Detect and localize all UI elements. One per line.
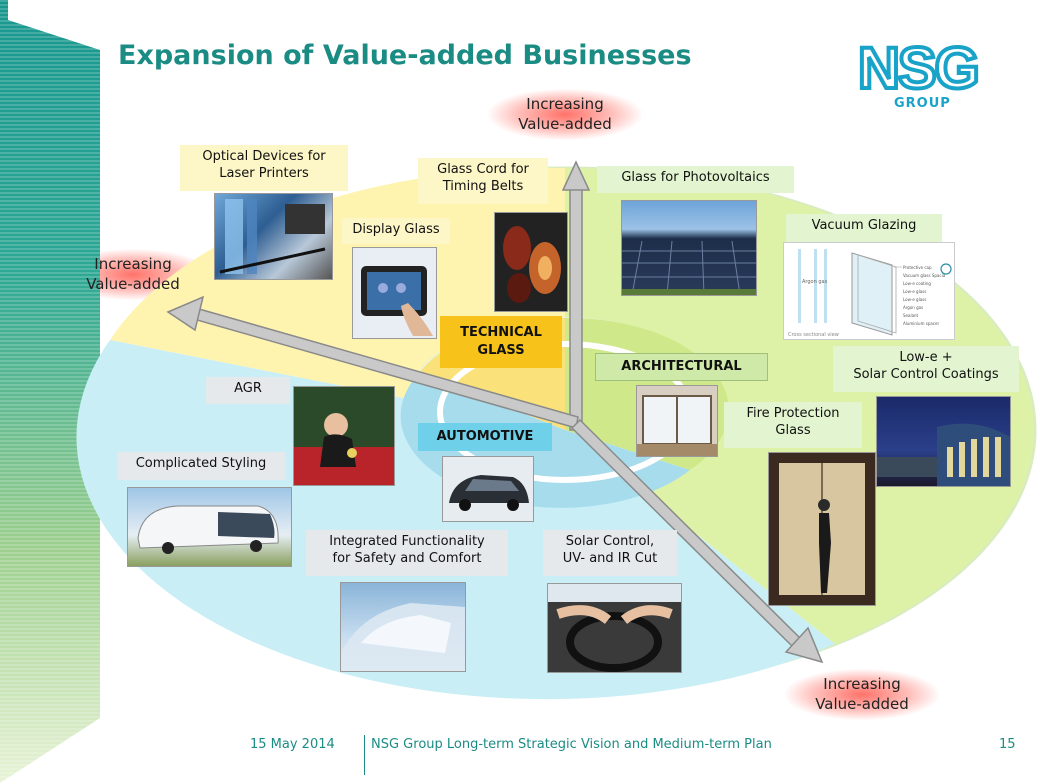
optical-line-1: Optical Devices for (202, 149, 326, 164)
fire-line-1: Fire Protection (746, 406, 840, 421)
integrated-functionality-photo (340, 582, 466, 672)
vacuum-argon-text: Argon gas (802, 279, 828, 285)
optical-devices-photo (214, 193, 333, 280)
glass-cord-line-1: Glass Cord for (437, 162, 529, 177)
vacuum-part-0: Protective cap (903, 265, 932, 270)
technical-line-2: GLASS (477, 343, 525, 358)
vacuum-part-7: Aluminium spacer (903, 321, 939, 326)
value-word-1: Increasing (94, 255, 172, 273)
slide-title: Expansion of Value-added Businesses (118, 40, 692, 71)
architectural-text: ARCHITECTURAL (621, 359, 742, 375)
left-decorative-band (0, 0, 100, 783)
vacuum-caption: Cross sectional view (788, 332, 839, 338)
architectural-box: ARCHITECTURAL (595, 353, 768, 381)
complicated-styling-photo (127, 487, 292, 567)
display-glass-text: Display Glass (352, 222, 440, 237)
solar-line-1: Solar Control, (565, 534, 655, 549)
value-word-1: Increasing (823, 675, 901, 693)
display-glass-photo (352, 247, 437, 339)
arrow-down-right (570, 418, 824, 664)
complicated-styling-label: Complicated Styling (117, 452, 285, 480)
agr-label: AGR (206, 377, 290, 404)
footer-text: NSG Group Long-term Strategic Vision and… (371, 737, 772, 752)
agr-text: AGR (234, 381, 262, 396)
architectural-photo (636, 385, 718, 457)
vacuum-part-6: Sealant (903, 313, 919, 318)
styling-text: Complicated Styling (135, 456, 267, 471)
vacuum-glazing-diagram: Argon gas Protective cap Vacuum glass Sp… (783, 242, 955, 340)
page-number: 15 (999, 737, 1016, 752)
nsg-logo: NSG GROUP (856, 34, 988, 120)
integrated-line-2: for Safety and Comfort (332, 550, 482, 566)
display-glass-label: Display Glass (342, 218, 450, 244)
vacuum-part-2: Low-e coating (903, 281, 931, 286)
vacuum-glazing-text: Vacuum Glazing (811, 218, 917, 233)
integrated-functionality-label: Integrated Functionality for Safety and … (306, 530, 508, 576)
automotive-text: AUTOMOTIVE (436, 429, 534, 445)
technical-line-1: TECHNICAL (460, 325, 542, 341)
solar-control-photo (547, 583, 682, 673)
low-e-line-1: Low-e + (899, 350, 953, 365)
value-word-2: Value-added (86, 274, 180, 293)
logo-letters: NSG (858, 40, 978, 96)
arrow-left (166, 295, 579, 429)
vacuum-part-4: Low-e glass (903, 297, 926, 302)
footer-date: 15 May 2014 (250, 737, 335, 752)
photovoltaics-label: Glass for Photovoltaics (597, 166, 794, 193)
value-word-2: Value-added (815, 694, 909, 713)
logo-group-text: GROUP (894, 96, 951, 111)
agr-photo (293, 386, 395, 486)
footer-divider (364, 735, 365, 775)
vacuum-part-5: Argon gas (903, 305, 923, 310)
low-e-label: Low-e + Solar Control Coatings (833, 346, 1019, 392)
solar-line-2: UV- and IR Cut (562, 550, 658, 566)
fire-protection-photo (768, 452, 876, 606)
vacuum-part-3: Low-e glass (903, 289, 926, 294)
fire-line-2: Glass (775, 422, 811, 438)
low-e-photo (876, 396, 1011, 487)
automotive-photo (442, 456, 534, 522)
integrated-line-1: Integrated Functionality (329, 534, 485, 549)
solar-control-label: Solar Control, UV- and IR Cut (543, 530, 677, 576)
technical-glass-box: TECHNICAL GLASS (440, 316, 562, 368)
glass-cord-line-2: Timing Belts (442, 178, 524, 194)
value-word-2: Value-added (518, 114, 612, 133)
nsg-logo-mark: NSG (856, 34, 982, 103)
automotive-box: AUTOMOTIVE (418, 423, 552, 451)
photovoltaics-text: Glass for Photovoltaics (621, 170, 770, 185)
optical-devices-label: Optical Devices for Laser Printers (180, 145, 348, 191)
glass-cord-label: Glass Cord for Timing Belts (418, 158, 548, 204)
optical-line-2: Laser Printers (219, 165, 309, 181)
photovoltaics-photo (621, 200, 757, 296)
glass-cord-photo (494, 212, 568, 312)
value-word-1: Increasing (526, 95, 604, 113)
low-e-line-2: Solar Control Coatings (853, 366, 999, 382)
fire-protection-label: Fire Protection Glass (724, 402, 862, 448)
vacuum-glazing-label: Vacuum Glazing (786, 214, 942, 242)
vacuum-part-1: Vacuum glass Spacia (903, 273, 946, 278)
